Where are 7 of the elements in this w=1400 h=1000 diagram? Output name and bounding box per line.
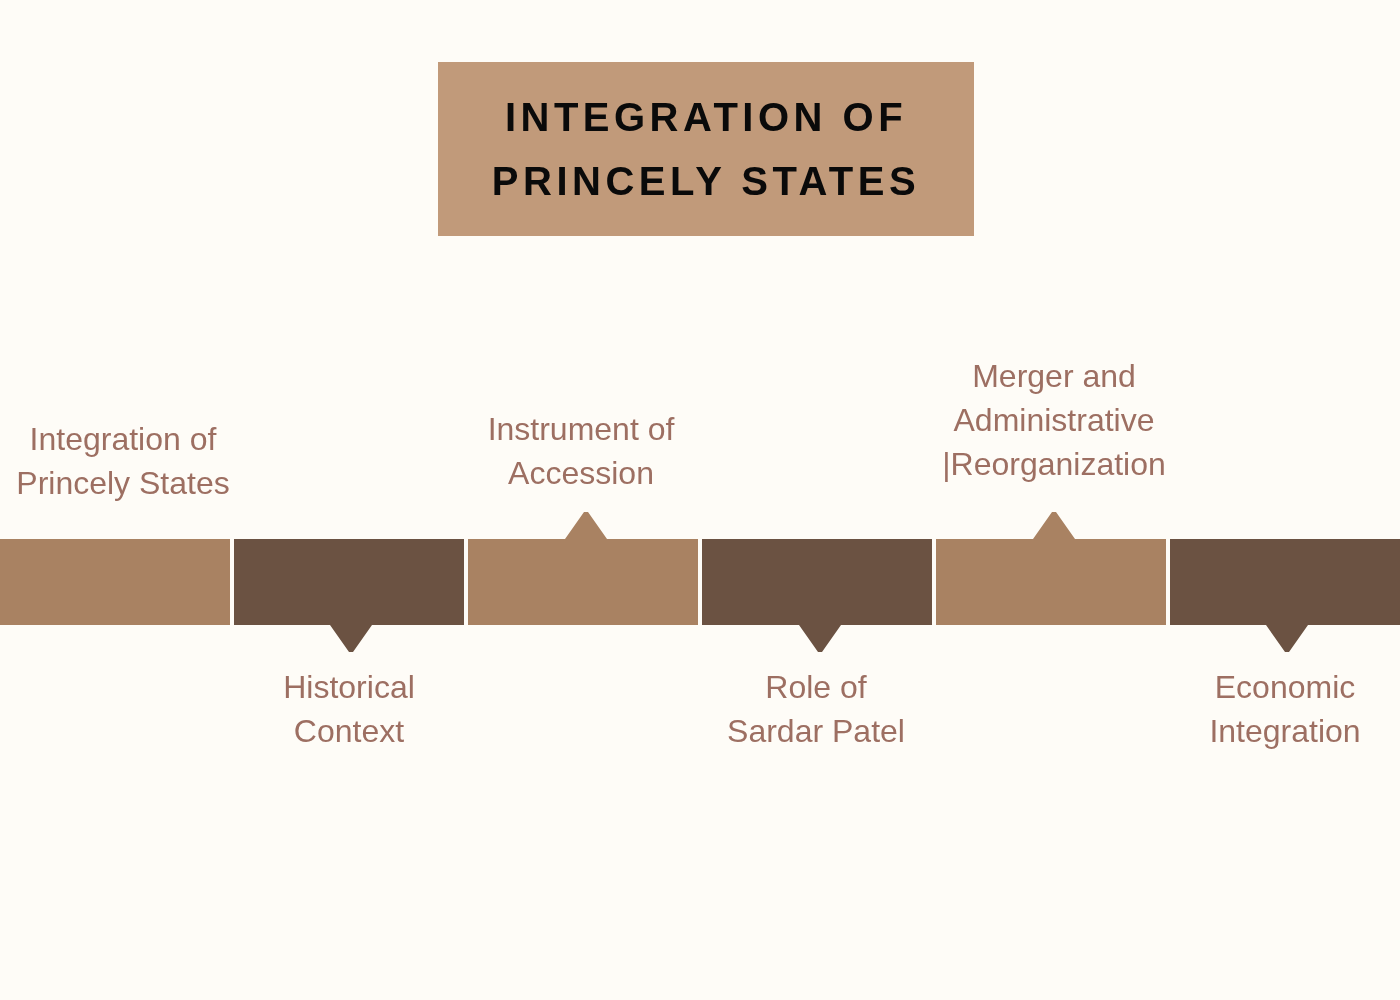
title-banner: INTEGRATION OF PRINCELY STATES	[438, 62, 974, 236]
milestone-label: Economic Integration	[1208, 668, 1362, 751]
milestone-label: Instrument of Accession	[486, 410, 676, 493]
milestone-label: Role of Sardar Patel	[726, 668, 906, 751]
milestone-label: Integration of Princely States	[15, 420, 231, 503]
milestone-label: Merger and Administrative |Reorganization	[941, 357, 1167, 484]
milestone-label: Historical Context	[282, 668, 416, 751]
